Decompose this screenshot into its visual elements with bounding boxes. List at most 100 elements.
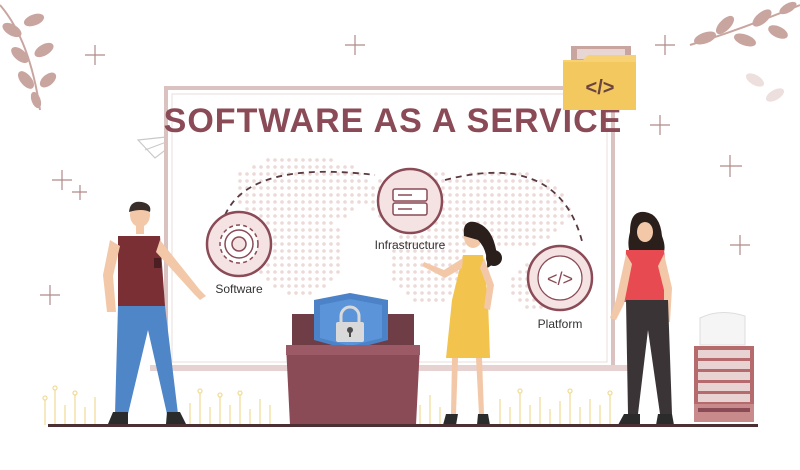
- map-dot: [280, 200, 284, 204]
- map-dot: [441, 235, 445, 239]
- map-dot: [448, 228, 452, 232]
- map-dot: [322, 277, 326, 281]
- map-dot: [504, 214, 508, 218]
- map-dot: [546, 214, 550, 218]
- map-dot: [294, 291, 298, 295]
- map-dot: [294, 193, 298, 197]
- map-dot: [497, 193, 501, 197]
- map-dot: [266, 172, 270, 176]
- map-dot: [280, 193, 284, 197]
- map-dot: [518, 214, 522, 218]
- map-dot: [259, 207, 263, 211]
- map-dot: [322, 228, 326, 232]
- map-dot: [322, 284, 326, 288]
- map-dot: [329, 235, 333, 239]
- map-dot: [371, 207, 375, 211]
- map-dot: [273, 221, 277, 225]
- map-dot: [511, 235, 515, 239]
- map-dot: [252, 179, 256, 183]
- map-dot: [322, 249, 326, 253]
- map-dot: [406, 270, 410, 274]
- map-dot: [490, 214, 494, 218]
- circuit-floor-decoration: [42, 385, 613, 425]
- map-dot: [343, 193, 347, 197]
- map-dot: [294, 158, 298, 162]
- map-dot: [329, 193, 333, 197]
- map-dot: [434, 172, 438, 176]
- leaf-branch-top-right: [689, 1, 800, 47]
- map-dot: [539, 186, 543, 190]
- map-dot: [301, 165, 305, 169]
- map-dot: [504, 242, 508, 246]
- map-dot: [245, 179, 249, 183]
- map-dot: [399, 263, 403, 267]
- map-dot: [308, 270, 312, 274]
- map-dot: [392, 277, 396, 281]
- map-dot: [280, 158, 284, 162]
- map-dot: [273, 277, 277, 281]
- map-dot: [518, 284, 522, 288]
- map-dot: [273, 284, 277, 288]
- map-dot: [406, 249, 410, 253]
- map-dot: [518, 298, 522, 302]
- map-dot: [518, 235, 522, 239]
- map-dot: [280, 235, 284, 239]
- map-dot: [322, 214, 326, 218]
- map-dot: [308, 207, 312, 211]
- map-dot: [441, 242, 445, 246]
- map-dot: [518, 291, 522, 295]
- map-dot: [280, 214, 284, 218]
- map-dot: [525, 186, 529, 190]
- map-dot: [532, 221, 536, 225]
- map-dot: [273, 207, 277, 211]
- map-dot: [266, 200, 270, 204]
- platform-node: </> Platform: [526, 244, 594, 331]
- map-dot: [266, 270, 270, 274]
- map-dot: [560, 214, 564, 218]
- map-dot: [532, 193, 536, 197]
- map-dot: [483, 186, 487, 190]
- map-dot: [553, 193, 557, 197]
- map-dot: [553, 228, 557, 232]
- map-dot: [322, 179, 326, 183]
- map-dot: [553, 221, 557, 225]
- map-dot: [252, 165, 256, 169]
- map-dot: [539, 179, 543, 183]
- map-dot: [504, 228, 508, 232]
- map-dot: [469, 214, 473, 218]
- map-dot: [245, 207, 249, 211]
- map-dot: [364, 193, 368, 197]
- map-dot: [301, 228, 305, 232]
- map-dot: [455, 200, 459, 204]
- map-dot: [413, 284, 417, 288]
- map-dot: [413, 256, 417, 260]
- map-dot: [518, 270, 522, 274]
- map-dot: [308, 186, 312, 190]
- map-dot: [483, 221, 487, 225]
- map-dot: [420, 277, 424, 281]
- map-dot: [413, 298, 417, 302]
- map-dot: [287, 249, 291, 253]
- map-dot: [448, 256, 452, 260]
- map-dot: [329, 158, 333, 162]
- map-dot: [336, 172, 340, 176]
- map-dot: [448, 179, 452, 183]
- map-dot: [434, 284, 438, 288]
- map-dot: [266, 221, 270, 225]
- map-dot: [238, 172, 242, 176]
- map-dot: [329, 214, 333, 218]
- map-dot: [504, 186, 508, 190]
- map-dot: [483, 214, 487, 218]
- map-dot: [308, 200, 312, 204]
- map-dot: [511, 228, 515, 232]
- map-dot: [329, 172, 333, 176]
- map-dot: [315, 200, 319, 204]
- map-dot: [420, 242, 424, 246]
- map-dot: [259, 270, 263, 274]
- map-dot: [273, 158, 277, 162]
- map-dot: [336, 165, 340, 169]
- map-dot: [511, 200, 515, 204]
- map-dot: [532, 228, 536, 232]
- map-dot: [252, 207, 256, 211]
- map-dot: [427, 284, 431, 288]
